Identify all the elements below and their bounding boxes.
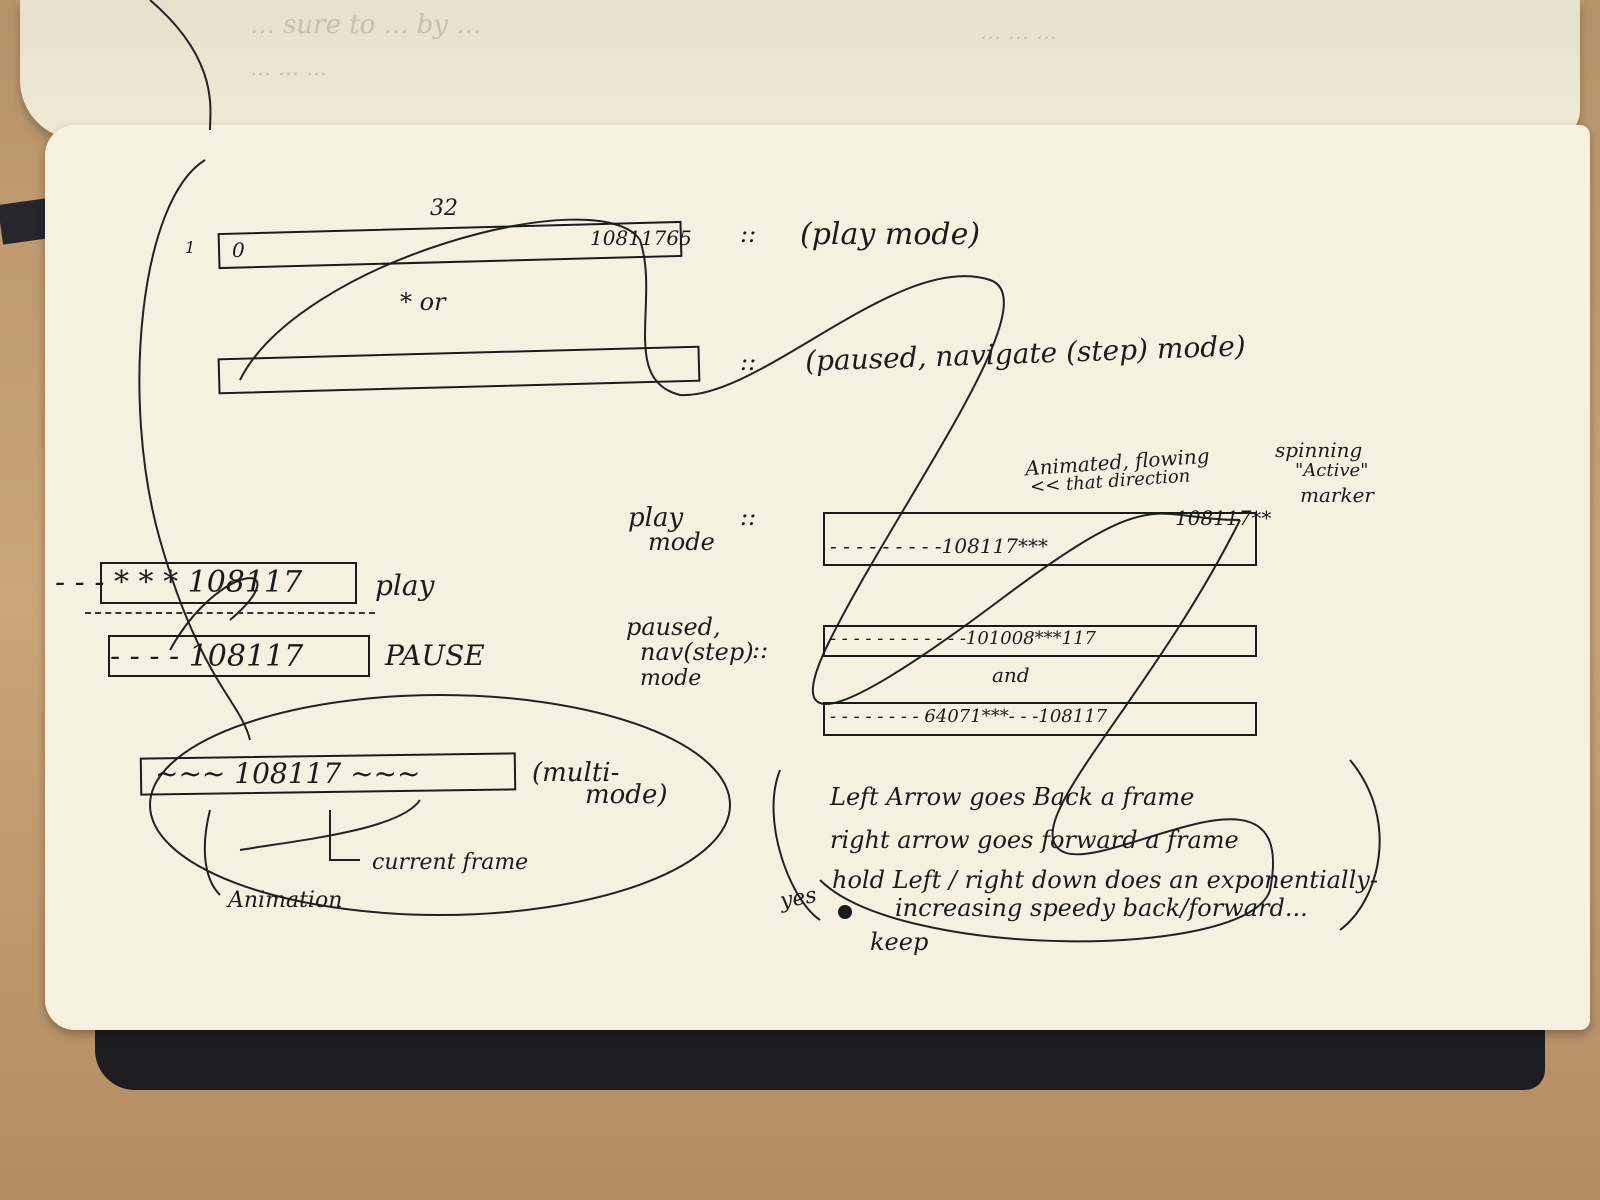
faded-line-2: ... ... ... [980, 20, 1057, 45]
bar-start-zero: 0 [232, 238, 245, 262]
faded-line-3: ... ... ... [250, 56, 327, 81]
pause-bar-text: - - - - 108117 [110, 639, 304, 674]
star-or-note: * or [400, 288, 446, 316]
label-play: play [375, 569, 435, 602]
play-bar-top-text: 108117** [1175, 506, 1272, 530]
separator-1: :: [740, 220, 757, 248]
label-and: and [992, 663, 1030, 687]
top-page: ... sure to ... by ... ... ... ... ... .… [20, 0, 1580, 140]
play-bar-sketch [100, 562, 357, 604]
tick-mark: 1 [185, 238, 196, 257]
note-line-1: Left Arrow goes Back a frame [830, 783, 1195, 811]
label-animation: Animation [228, 888, 343, 913]
paused-bar-right-1 [823, 625, 1257, 657]
play-bar-text: - - - * * * 108117 [55, 565, 303, 600]
label-paused-2: nav(step) [640, 638, 754, 666]
label-play-mode: (play mode) [800, 217, 981, 252]
play-bar-underline [85, 612, 375, 614]
paused-bar-1-text: - - - - - - - - - - - -101008***117 [830, 628, 1096, 649]
note-line-2: right arrow goes forward a frame [830, 826, 1239, 854]
label-pause: PAUSE [385, 639, 485, 672]
separator-4: :: [752, 636, 769, 664]
note-line-3: hold Left / right down does an exponenti… [832, 866, 1378, 894]
paused-bar-right-2 [823, 702, 1257, 736]
paused-bar-2-text: - - - - - - - - 64071***- - -108117 [830, 706, 1108, 727]
multi-bar-text: ~~~ 108117 ~~~ [155, 757, 421, 790]
play-mode-bar-right [823, 512, 1257, 566]
note-spinning-2: "Active" [1295, 460, 1369, 481]
note-line-4: increasing speedy back/forward... [895, 894, 1308, 922]
label-play-mode-right-1: play [628, 503, 684, 533]
note-keep: keep [870, 928, 929, 956]
faded-line-1: ... sure to ... by ... [250, 10, 482, 40]
label-paused-3: mode [640, 666, 702, 691]
label-play-mode-right-2: mode [648, 528, 715, 556]
notebook-page [45, 125, 1590, 1030]
label-paused-1: paused, [626, 613, 721, 641]
note-spinning-1: spinning [1275, 438, 1363, 462]
bar-end-frame: 10811765 [590, 226, 692, 250]
label-multi-1: (multi- [532, 758, 620, 788]
label-current-frame: current frame [372, 850, 529, 875]
separator-3: :: [740, 503, 757, 531]
play-bar-bottom-text: - - - - - - - - -108117*** [830, 534, 1049, 558]
note-spinning-3: marker [1300, 483, 1374, 507]
label-32: 32 [430, 196, 458, 221]
pause-bar-sketch [108, 635, 370, 677]
asterisk-mark [838, 905, 852, 919]
label-multi-2: mode) [585, 780, 668, 810]
separator-2: :: [740, 348, 757, 376]
